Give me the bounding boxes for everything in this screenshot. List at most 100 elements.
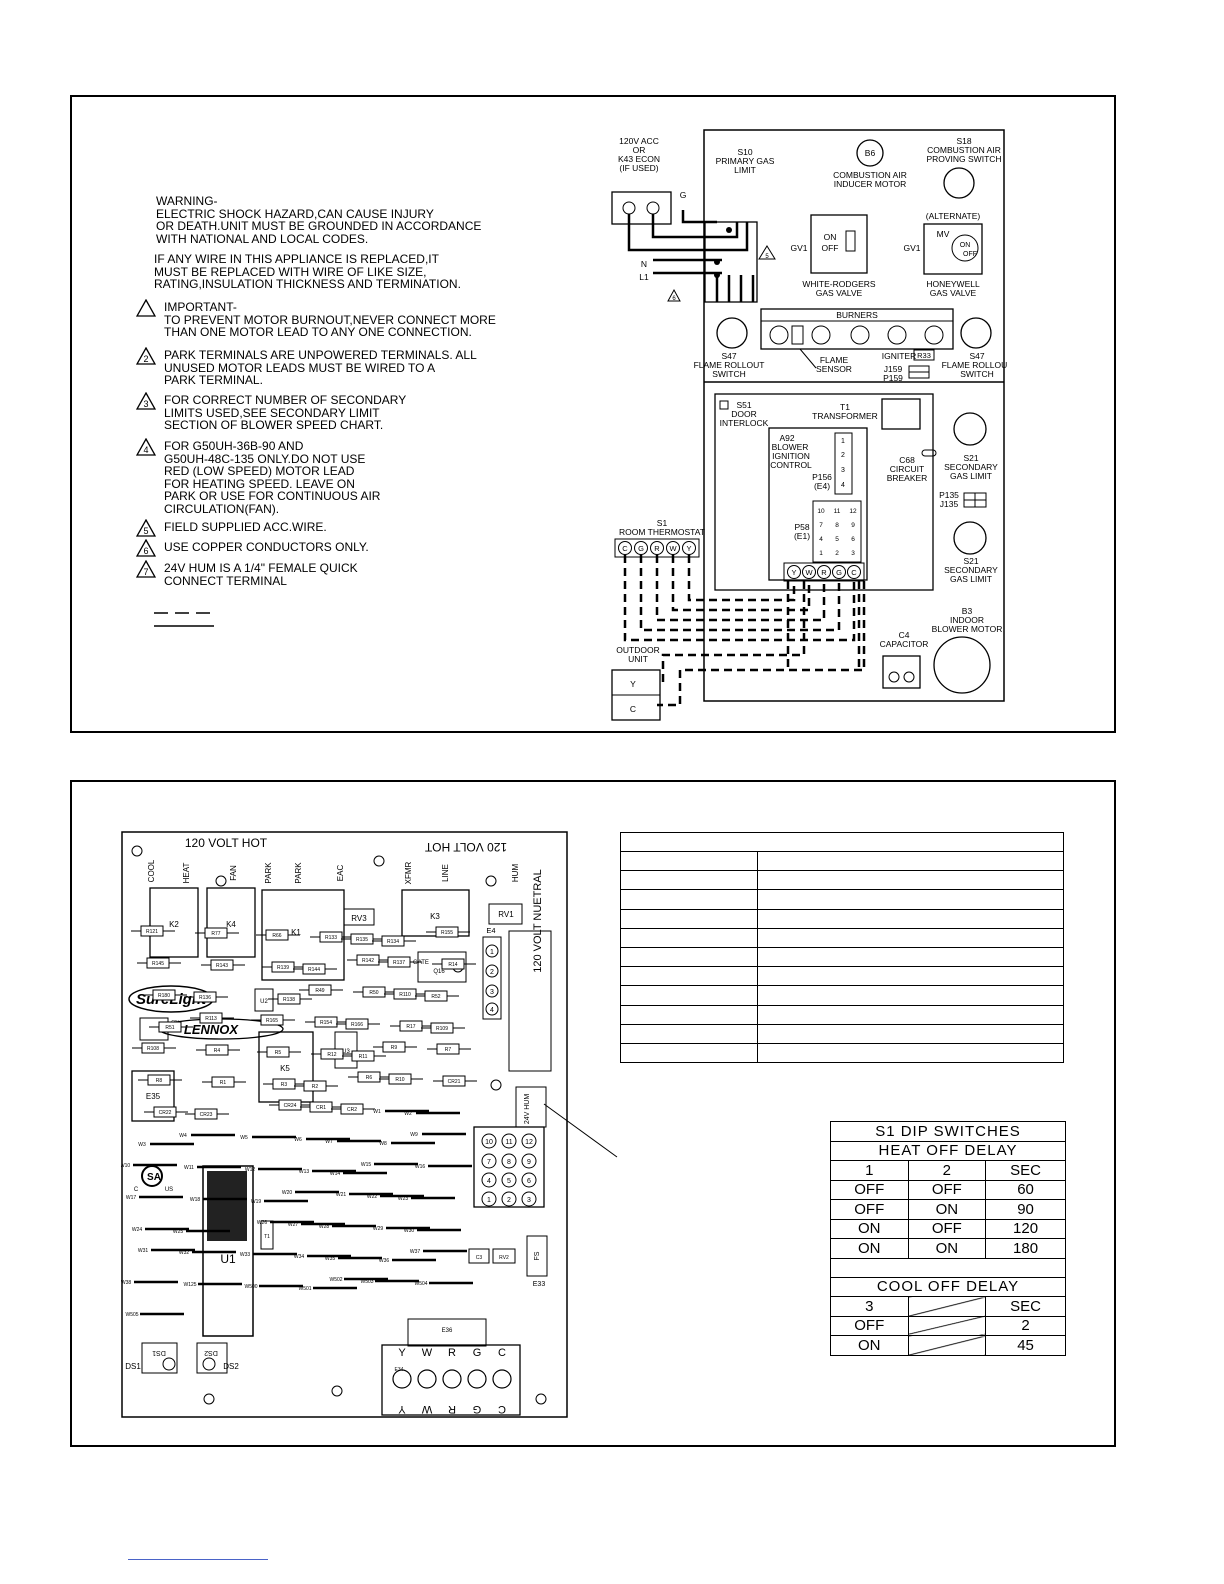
heat-row-1-sw1: OFF: [830, 1179, 909, 1200]
board-part-label: R142: [362, 958, 374, 964]
board-part-body: [435, 926, 459, 938]
gate-label: GATE: [413, 960, 429, 966]
acc-label-1: 120V ACC: [619, 136, 659, 146]
board-part-r10: R10: [379, 1073, 423, 1085]
board-part-body: [140, 925, 164, 937]
legend-key-cell: [619, 908, 759, 929]
board-part-r51: R51: [149, 1021, 193, 1033]
board-part-w125: W125: [183, 1282, 242, 1288]
board-part-body: [340, 1103, 364, 1115]
board-part-label: R50: [369, 990, 378, 996]
board-part-label: R52: [431, 994, 440, 1000]
neutral-label: 120 VOLT NUETRAL: [532, 869, 544, 973]
board-part-label: CR2: [347, 1107, 357, 1113]
dip-switch-table: S1 DIP SWITCHES HEAT OFF DELAY 1 2 SEC O…: [830, 1121, 1066, 1356]
board-part-w35: W35: [325, 1256, 382, 1262]
board-part-body: [211, 1076, 235, 1088]
triangle-6-icon: 6: [136, 539, 156, 557]
board-part-label: R139: [277, 965, 289, 971]
t1-label-2: TRANSFORMER: [812, 411, 878, 421]
legend-value-cell: [757, 966, 1064, 987]
board-part-label: R51: [165, 1025, 174, 1031]
board-part-label: W20: [282, 1190, 293, 1196]
board-part-body: [356, 954, 380, 966]
k1-label: K1: [291, 928, 301, 937]
cool-row-2-sec: 45: [985, 1335, 1066, 1356]
wr-gv1-label: GV1: [790, 243, 807, 253]
p58-pin-1: 1: [819, 550, 823, 557]
pressure-switch-icon: [943, 167, 975, 199]
board-part-cr23: CR23: [185, 1108, 229, 1120]
board-part-w11: W11: [184, 1165, 241, 1171]
wr-off-label: OFF: [822, 243, 839, 253]
heat-row-1-sw2: OFF: [907, 1179, 987, 1200]
legend-value-cell: [757, 1004, 1064, 1025]
legend-row: [619, 870, 1064, 891]
s21-upper-label: S21: [963, 453, 978, 463]
triangle-2-number: 2: [143, 354, 148, 364]
heat-head-1: 1: [830, 1160, 909, 1181]
acc-label-4: (IF USED): [619, 163, 658, 173]
legend-row: [619, 1004, 1064, 1025]
board-part-r12: R12: [311, 1048, 355, 1060]
board-part-body: [302, 963, 326, 975]
board-part-w500: W500: [244, 1284, 303, 1290]
ds2-top-label: DS2: [204, 1349, 218, 1356]
board-part-label: W27: [288, 1222, 299, 1228]
board-part-label: R155: [441, 930, 453, 936]
blower-motor-icon: [933, 636, 991, 694]
board-part-r144: R144: [293, 963, 337, 975]
board-part-label: R144: [308, 967, 320, 973]
board-part-label: W17: [126, 1195, 137, 1201]
board-part-body: [205, 1044, 229, 1056]
board-part-label: W502: [329, 1277, 342, 1283]
board-part-label: W501: [298, 1286, 311, 1292]
board-part-w29: W29: [373, 1226, 430, 1232]
outdoor-term-c: C: [630, 704, 636, 714]
note-1-text: IMPORTANT- TO PREVENT MOTOR BURNOUT,NEVE…: [164, 300, 496, 340]
board-part-body: [265, 929, 289, 941]
legend-row: [620, 832, 1064, 852]
board-part-label: W24: [132, 1227, 143, 1233]
board-part-w10: W10: [121, 1163, 177, 1169]
lennox-logo: LENNOX: [184, 1022, 240, 1037]
p156-pin-4: 4: [841, 482, 845, 489]
board-part-body: [147, 1074, 171, 1086]
term-hum: HUM: [511, 864, 520, 883]
hum-24v-label: 24V HUM: [524, 1094, 531, 1125]
board-part-label: R9: [391, 1045, 398, 1051]
board-part-label: R166: [351, 1022, 363, 1028]
board-part-cr1: CR1: [300, 1101, 344, 1113]
ds1-label: DS1: [125, 1362, 141, 1371]
e4-pin-3: 3: [490, 989, 494, 996]
board-outline: [121, 831, 568, 1418]
hw-gv1-label: GV1: [903, 243, 920, 253]
board-part-label: R113: [205, 1016, 217, 1022]
k3-label: K3: [430, 912, 440, 921]
b3-label-2: INDOOR: [950, 615, 984, 625]
board-p58-pin-8: 8: [507, 1159, 511, 1166]
board-part-body: [436, 1043, 460, 1055]
c4-label-2: CAPACITOR: [880, 639, 929, 649]
rv1-label: RV1: [498, 910, 514, 919]
triangle-5-number: 5: [143, 526, 148, 536]
note-5-text: FIELD SUPPLIED ACC.WIRE.: [164, 520, 327, 534]
board-part-label: W29: [373, 1226, 384, 1232]
board-part-label: R11: [359, 1054, 368, 1060]
ctrl-term-y: Y: [791, 568, 796, 577]
board-part-label: R145: [152, 961, 164, 967]
heat-row-4-sw1: ON: [830, 1238, 909, 1259]
legend-key-cell: [619, 1042, 759, 1064]
c68-label-3: BREAKER: [887, 473, 928, 483]
board-part-label: W6: [294, 1137, 302, 1143]
board-part-r165: R165: [251, 1014, 295, 1026]
term-eac: EAC: [336, 865, 345, 882]
board-part-r145: R145: [137, 957, 181, 969]
board-part-r49: R49: [299, 984, 343, 996]
component-legend-table: [619, 832, 1064, 1064]
legend-value-cell: [757, 1023, 1064, 1044]
hw-valve-label-1: HONEYWELL: [926, 279, 980, 289]
board-part-label: W38: [121, 1280, 131, 1286]
board-part-w22: W22: [367, 1194, 424, 1200]
legend-key-cell: [619, 1023, 759, 1044]
